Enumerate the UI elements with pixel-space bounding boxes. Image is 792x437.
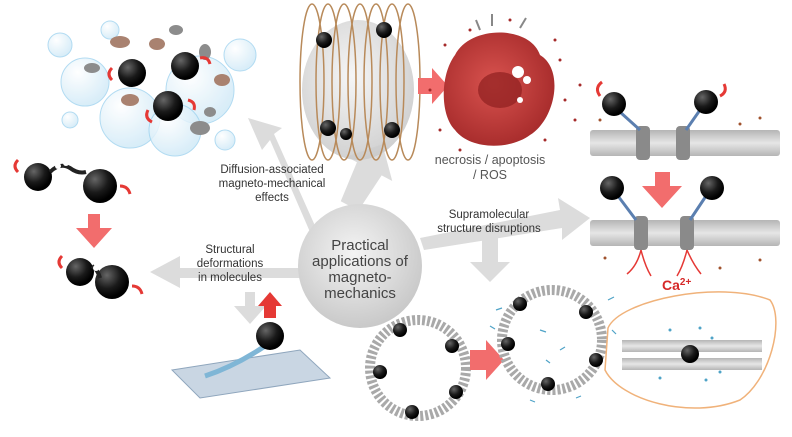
diffusion-illustration (47, 20, 257, 157)
surface-illustration (170, 292, 332, 399)
red-arrow-to-vesicle (470, 340, 504, 380)
label-structural-line-3: in molecules (198, 272, 262, 284)
label-necrosis-line-2: / ROS (473, 168, 507, 182)
label-necrosis: necrosis / apoptosis / ROS (435, 153, 545, 182)
arrow-to-diffusion (248, 118, 316, 232)
label-supramolecular: Supramolecular structure disruptions (437, 209, 541, 235)
label-supramolecular-line-1: Supramolecular (449, 209, 530, 221)
center-title: Practical applications of magneto- mecha… (312, 237, 409, 302)
arrow-to-structural-left (150, 256, 300, 288)
center-title-line-4: mechanics (324, 285, 396, 302)
center-title-line-1: Practical (331, 237, 389, 254)
label-structural-line-2: deformations (197, 258, 264, 270)
label-necrosis-line-1: necrosis / apoptosis (435, 153, 545, 167)
structural-illustration (13, 158, 144, 299)
necrotic-cell (428, 14, 582, 152)
arrow-down-to-vesicle (470, 236, 510, 282)
red-arrow-down-membrane (642, 172, 682, 208)
label-diffusion-line-2: magneto-mechanical (219, 178, 326, 190)
calcium-label: Ca2+ (662, 277, 691, 293)
arrow-to-necrosis (340, 144, 393, 211)
calcium-superscript: 2+ (680, 277, 692, 288)
label-diffusion-line-3: effects (255, 192, 289, 204)
label-structural-line-1: Structural (205, 244, 254, 256)
label-diffusion: Diffusion-associated magneto-mechanical … (219, 164, 326, 204)
label-structural: Structural deformations in molecules (197, 244, 264, 284)
center-title-line-2: applications of (312, 253, 409, 270)
magnetic-particle (118, 59, 146, 87)
label-supramolecular-line-2: structure disruptions (437, 223, 541, 235)
red-arrow-up (258, 292, 282, 318)
center-disc (298, 204, 422, 328)
magnetic-particle (171, 52, 199, 80)
magnetic-particle (153, 91, 183, 121)
red-arrow-to-cell (418, 68, 448, 104)
arrow-to-structural-down (234, 292, 266, 324)
coil-illustration (299, 3, 421, 161)
red-arrow-down-left (76, 214, 112, 248)
center-title-line-3: magneto- (328, 269, 391, 286)
vesicle-illustration (365, 285, 777, 421)
calcium-base: Ca (662, 277, 680, 293)
membrane-channels (590, 80, 780, 277)
label-diffusion-line-1: Diffusion-associated (220, 164, 323, 176)
arrow-to-supramolecular (420, 198, 590, 250)
